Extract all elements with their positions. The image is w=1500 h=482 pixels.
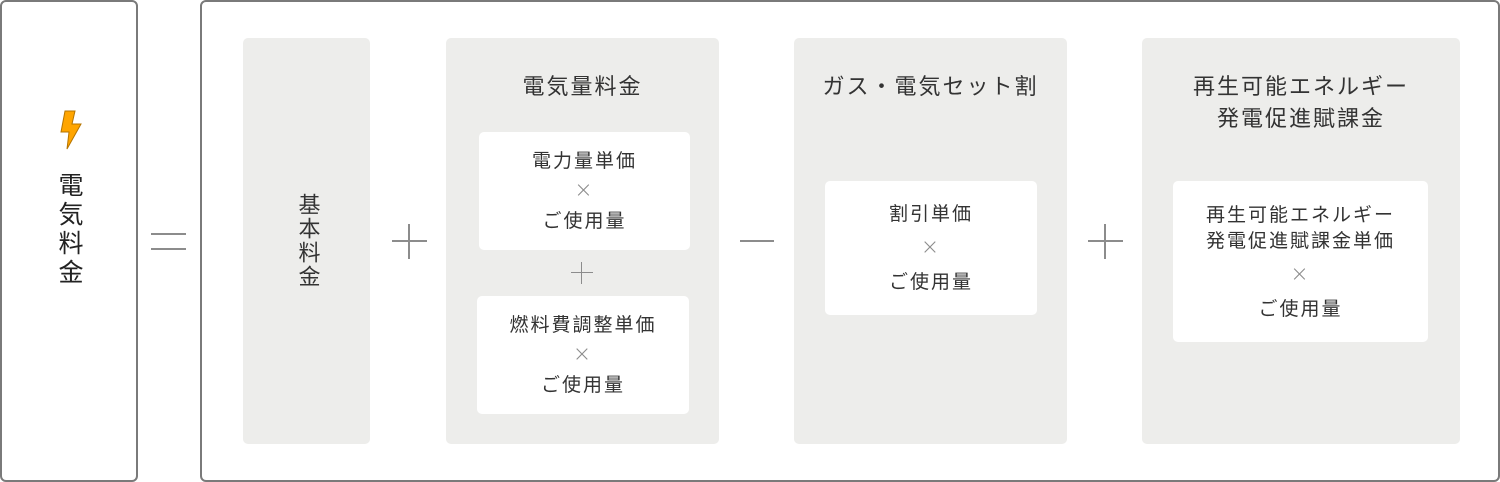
energy-charge-title: 電気量料金 — [522, 75, 643, 100]
times-icon: × — [920, 235, 942, 260]
lightning-bolt-icon — [60, 110, 82, 150]
basic-charge-label: 基本料金 — [294, 193, 320, 289]
renewable-unit-price-line1: 再生可能エネルギー — [1205, 203, 1395, 226]
result-box: 電気料金 — [0, 0, 138, 482]
renewable-unit-card: 再生可能エネルギー 発電促進賦課金単価 × ご使用量 — [1173, 181, 1428, 342]
set-discount-title: ガス・電気セット割 — [822, 75, 1039, 100]
energy-unit-price: 電力量単価 — [531, 150, 637, 172]
discount-unit-card: 割引単価 × ご使用量 — [825, 181, 1037, 315]
result-content: 電気料金 — [2, 110, 136, 288]
fuel-adjustment-price: 燃料費調整単価 — [509, 314, 657, 336]
discount-unit-price: 割引単価 — [888, 203, 973, 225]
minus-operator — [740, 240, 774, 242]
usage-amount: ご使用量 — [542, 210, 627, 232]
equals-operator — [151, 230, 187, 250]
energy-charge-panel: 電気量料金 電力量単価 × ご使用量 燃料費調整単価 × ご使用量 — [446, 38, 719, 444]
usage-amount: ご使用量 — [1258, 297, 1343, 320]
usage-amount: ご使用量 — [888, 271, 973, 293]
times-icon: × — [572, 342, 594, 367]
times-icon: × — [574, 178, 595, 203]
inner-plus-operator — [571, 262, 593, 284]
fuel-adjustment-card: 燃料費調整単価 × ご使用量 — [477, 296, 689, 414]
result-label: 電気料金 — [55, 172, 84, 288]
usage-amount: ご使用量 — [540, 374, 625, 396]
energy-unit-card: 電力量単価 × ご使用量 — [479, 132, 690, 250]
set-discount-panel: ガス・電気セット割 割引単価 × ご使用量 — [794, 38, 1067, 444]
renewable-levy-panel: 再生可能エネルギー 発電促進賦課金 再生可能エネルギー 発電促進賦課金単価 × … — [1142, 38, 1460, 444]
basic-charge-panel: 基本料金 — [243, 38, 370, 444]
renewable-unit-price-line2: 発電促進賦課金単価 — [1205, 229, 1395, 252]
plus-operator — [1088, 224, 1123, 259]
plus-operator — [392, 224, 427, 259]
renewable-levy-title: 再生可能エネルギー 発電促進賦課金 — [1192, 75, 1409, 132]
times-icon: × — [1290, 261, 1311, 287]
